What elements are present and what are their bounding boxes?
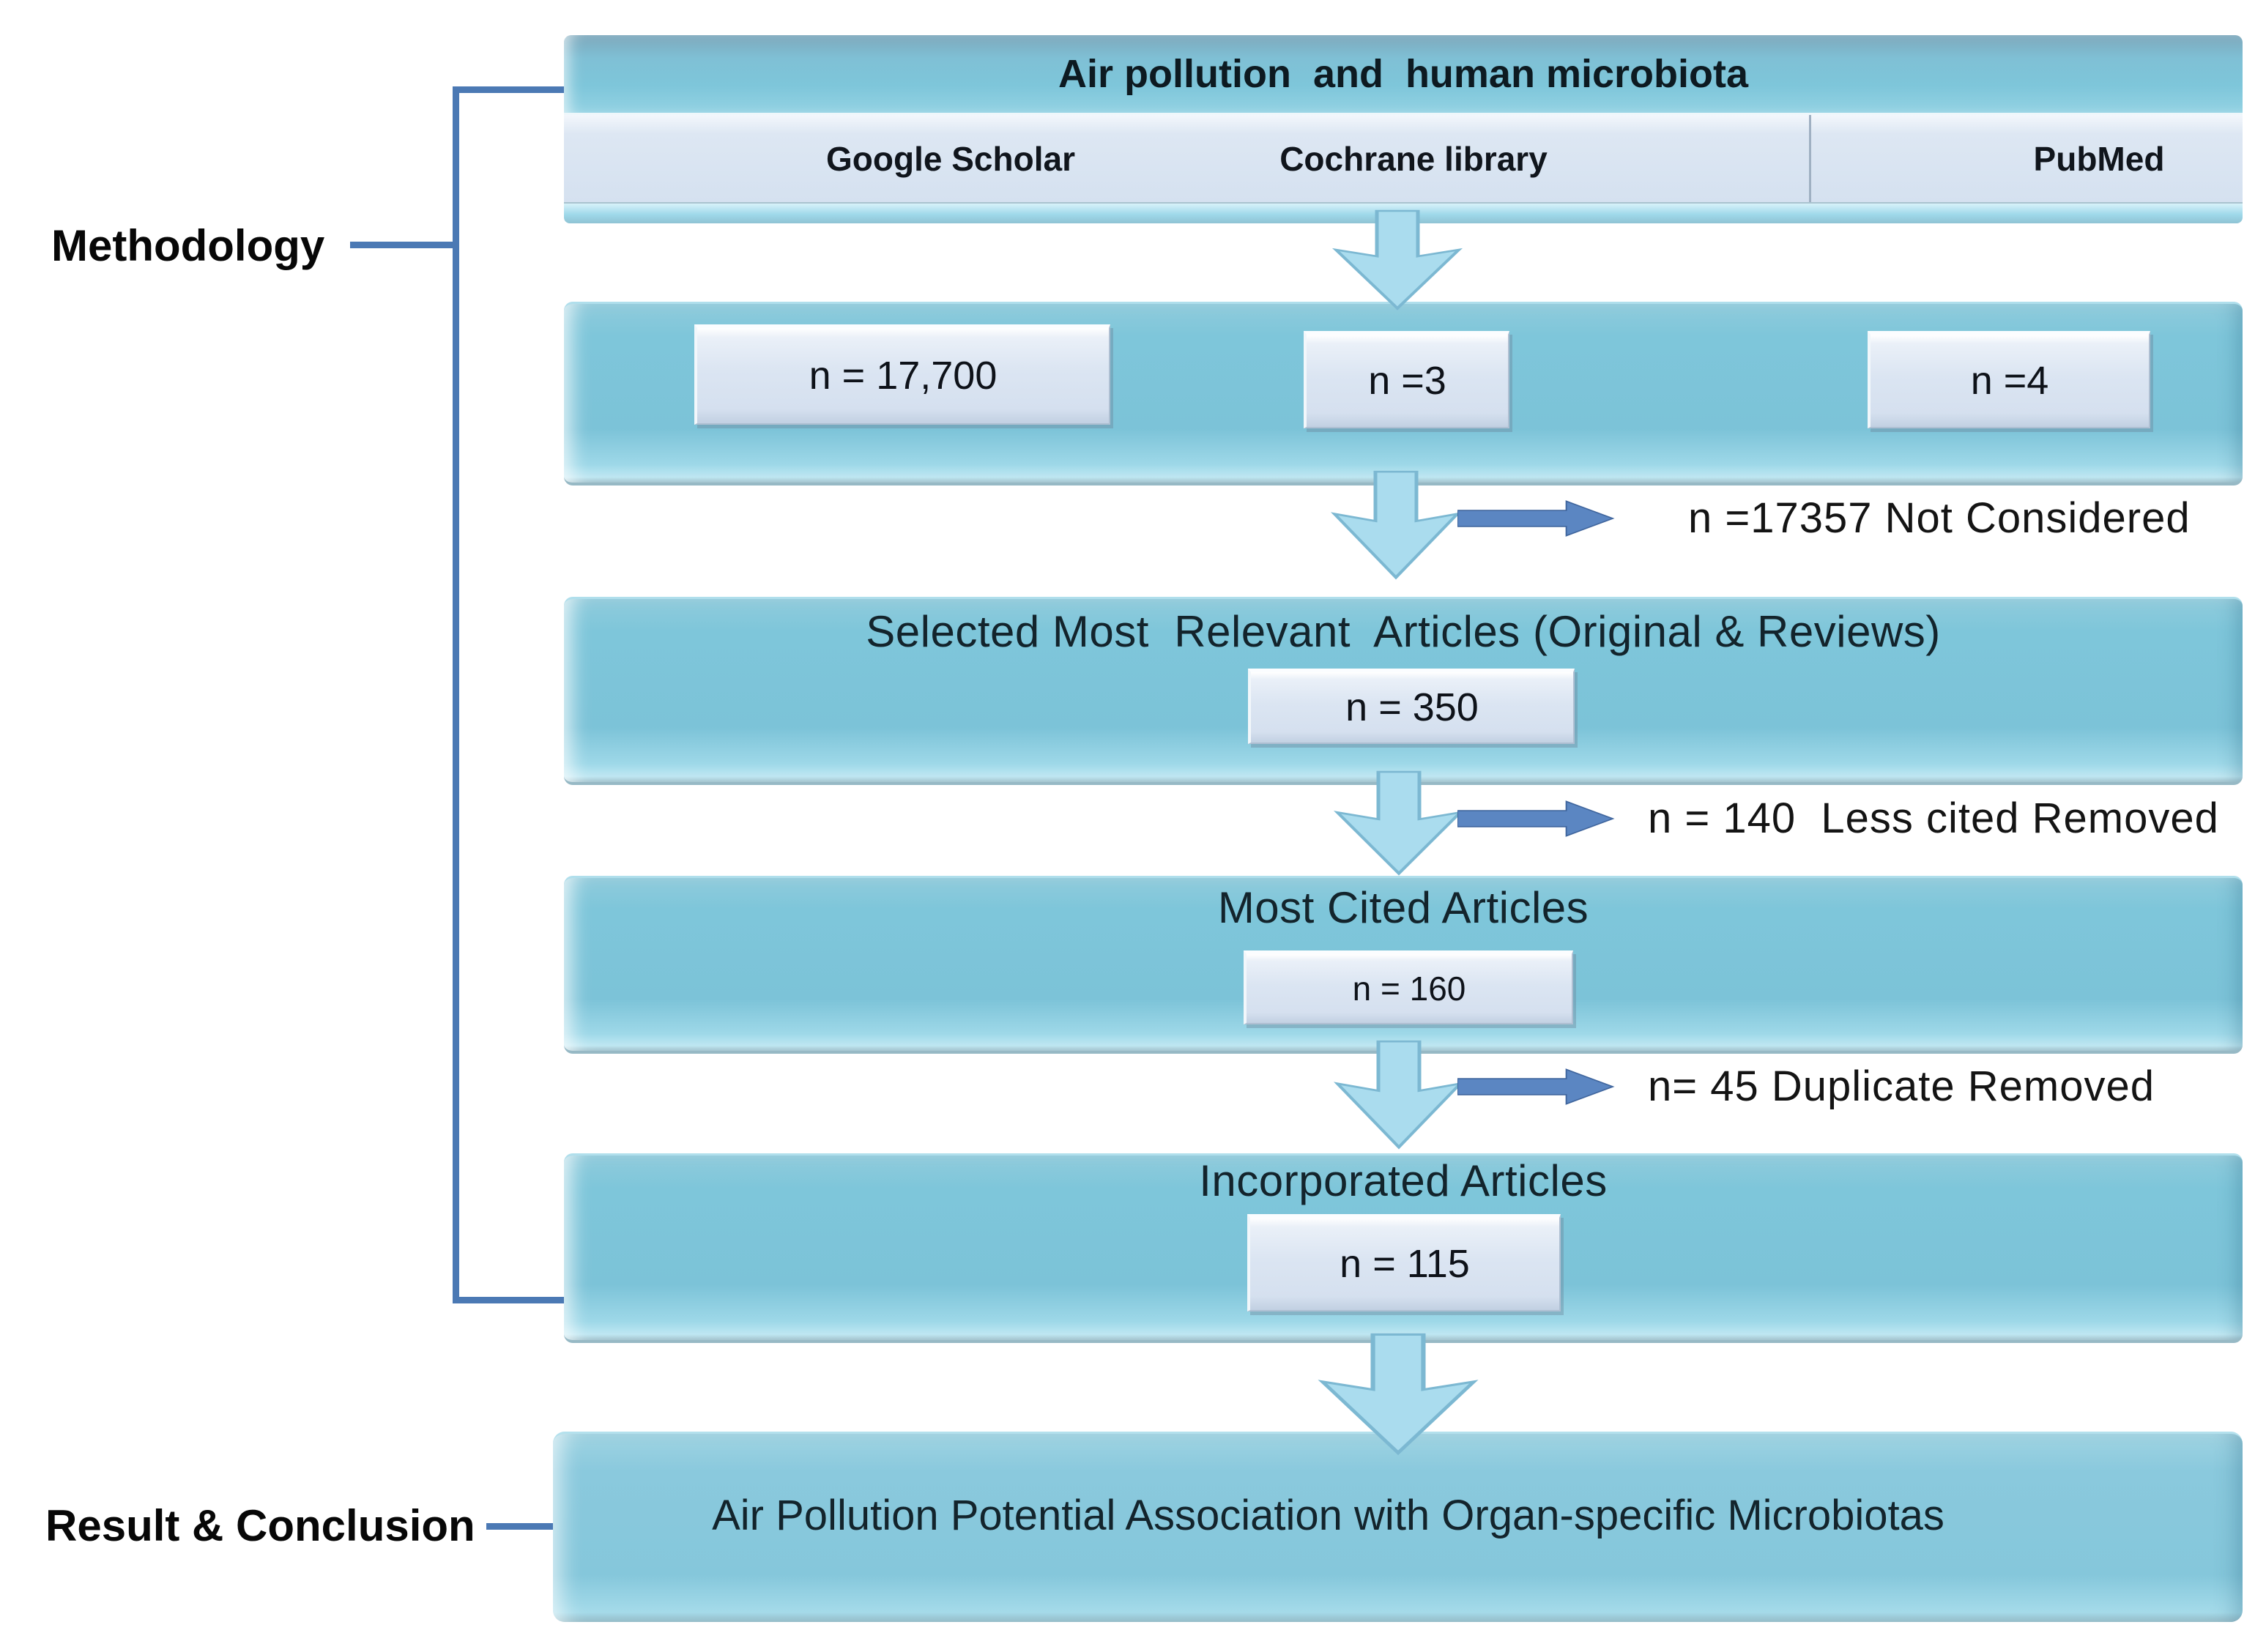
search-title-bar: Air pollution and human microbiota [564, 35, 2243, 113]
source-cochrane-library: Cochrane library [1279, 139, 1548, 178]
sources-row: Google Scholar Cochrane library PubMed [564, 113, 2243, 202]
right-arrow-icon [1457, 495, 1617, 546]
most-cited-title: Most Cited Articles [1217, 883, 1589, 932]
methodology-bracket-vertical [453, 86, 459, 1303]
down-arrow-icon [1324, 209, 1471, 316]
pubmed-count-box: n =4 [1868, 331, 2150, 428]
down-arrow-icon [1326, 770, 1472, 881]
source-google-scholar: Google Scholar [826, 139, 1075, 178]
result-box: Air Pollution Potential Association with… [553, 1432, 2243, 1622]
selected-articles-count: n = 350 [1345, 685, 1479, 729]
most-cited-count: n = 160 [1352, 970, 1466, 1008]
cochrane-count: n =3 [1368, 359, 1446, 403]
down-arrow-icon [1326, 1040, 1472, 1155]
google-scholar-count: n = 17,700 [809, 354, 998, 398]
incorporated-title: Incorporated Articles [1199, 1156, 1608, 1205]
right-arrow-icon [1457, 1063, 1617, 1114]
selected-articles-count-box: n = 350 [1248, 669, 1575, 744]
methodology-bracket-top-arm [453, 86, 564, 93]
methodology-connector-line [350, 242, 458, 248]
diagram-title: Air pollution and human microbiota [1058, 52, 1748, 96]
methodology-bracket-bottom-arm [453, 1297, 564, 1303]
incorporated-count: n = 115 [1340, 1242, 1470, 1286]
search-title-block: Air pollution and human microbiota Googl… [564, 35, 2243, 223]
selected-articles-title: Selected Most Relevant Articles (Origina… [866, 607, 1941, 656]
incorporated-count-box: n = 115 [1247, 1214, 1561, 1311]
cochrane-count-box: n =3 [1304, 331, 1509, 428]
result-box-text: Air Pollution Potential Association with… [712, 1492, 1944, 1539]
result-conclusion-label: Result & Conclusion [45, 1501, 475, 1550]
down-arrow-icon [1308, 1333, 1488, 1461]
exclusion-not-considered: n =17357 Not Considered [1688, 494, 2191, 542]
result-connector-line [486, 1523, 557, 1530]
methodology-label: Methodology [51, 221, 325, 270]
pubmed-count: n =4 [1970, 359, 2049, 403]
most-cited-count-box: n = 160 [1244, 950, 1573, 1024]
down-arrow-icon [1323, 470, 1469, 585]
source-pubmed: PubMed [2033, 139, 2165, 178]
exclusion-less-cited: n = 140 Less cited Removed [1648, 795, 2219, 842]
sources-divider [1809, 115, 1811, 202]
exclusion-duplicate: n= 45 Duplicate Removed [1648, 1063, 2155, 1110]
right-arrow-icon [1457, 795, 1617, 846]
google-scholar-count-box: n = 17,700 [694, 324, 1110, 425]
